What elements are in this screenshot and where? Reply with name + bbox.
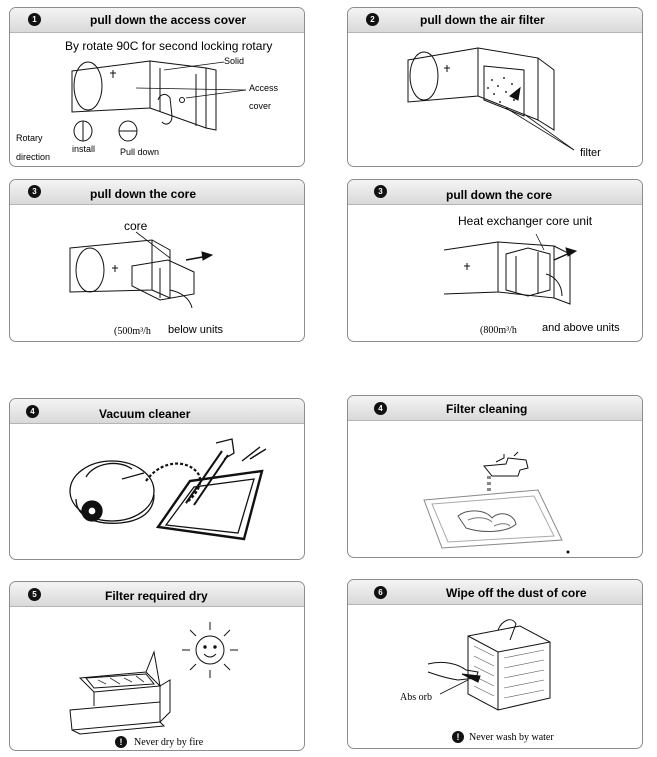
panel-title: pull down the access cover xyxy=(90,13,247,27)
step-2-panel: 2 pull down the air filter filter xyxy=(347,7,643,167)
panel-header xyxy=(348,180,642,205)
above-units-label: and above units xyxy=(542,322,620,334)
panel-title: Filter cleaning xyxy=(446,402,528,416)
step-number-badge: 3 xyxy=(374,185,387,198)
below-units-label: below units xyxy=(168,324,224,336)
panel-header xyxy=(348,396,642,421)
panel-title: Wipe off the dust of core xyxy=(446,586,587,600)
capacity-label: (800m³/h xyxy=(480,325,517,336)
install-label: install xyxy=(72,144,96,154)
absorb-label: Abs orb xyxy=(400,692,432,703)
panel-title: pull down the core xyxy=(90,187,197,201)
step-number-badge: 2 xyxy=(366,13,379,26)
solid-label: Solid xyxy=(224,56,245,66)
core-label: core xyxy=(124,219,148,233)
rotate-instruction: By rotate 90C for second locking rotary xyxy=(65,39,273,53)
core-removal-illustration xyxy=(10,180,305,342)
duct-unit-illustration xyxy=(10,8,305,167)
step-number-badge: 5 xyxy=(28,588,41,601)
panel-title: Filter required dry xyxy=(105,589,208,603)
panel-header xyxy=(10,180,304,205)
warning-icon: ! xyxy=(452,731,464,743)
vacuum-cleaner-illustration xyxy=(10,399,305,560)
filter-washing-illustration xyxy=(348,396,643,558)
step-4-filter-cleaning-panel: 4 Filter cleaning xyxy=(347,395,643,558)
step-5-dry-panel: 5 Filter required dry ! Never dry by fir… xyxy=(9,581,305,751)
core-unit-illustration xyxy=(348,180,643,342)
rotary-label: Rotary xyxy=(16,133,43,143)
panel-header xyxy=(348,580,642,605)
step-1-panel: 1 pull down the access cover By rotate 9… xyxy=(9,7,305,167)
step-number-badge: 1 xyxy=(28,13,41,26)
panel-title: pull down the core xyxy=(446,188,553,202)
warning-text: Never dry by fire xyxy=(134,737,204,748)
step-number-badge: 4 xyxy=(26,405,39,418)
direction-label: direction xyxy=(16,152,51,162)
panel-header xyxy=(10,582,304,607)
core-wiping-illustration xyxy=(348,580,643,749)
warning-text: Never wash by water xyxy=(469,732,554,743)
capacity-label: (500m³/h xyxy=(114,326,151,337)
panel-title: pull down the air filter xyxy=(420,13,545,27)
heat-exchanger-label: Heat exchanger core unit xyxy=(458,214,593,228)
step-3-small-unit-panel: 3 pull down the core core (500m³/h below… xyxy=(9,179,305,342)
access-label: Access xyxy=(249,83,279,93)
panel-header xyxy=(348,8,642,33)
sun-drying-illustration xyxy=(10,582,305,751)
warning-icon: ! xyxy=(115,736,127,748)
panel-header xyxy=(10,8,304,33)
step-number-badge: 3 xyxy=(28,185,41,198)
pull-down-label: Pull down xyxy=(120,147,160,157)
panel-header xyxy=(10,399,304,424)
step-number-badge: 4 xyxy=(374,402,387,415)
step-number-badge: 6 xyxy=(374,586,387,599)
air-filter-illustration xyxy=(348,8,643,167)
step-4-vacuum-panel: 4 Vacuum cleaner xyxy=(9,398,305,560)
panel-title: Vacuum cleaner xyxy=(99,407,191,421)
cover-label: cover xyxy=(249,101,272,111)
filter-label: filter xyxy=(580,147,601,159)
step-6-wipe-panel: 6 Wipe off the dust of core Abs orb ! Ne… xyxy=(347,579,643,749)
step-3-large-unit-panel: 3 pull down the core Heat exchanger core… xyxy=(347,179,643,342)
